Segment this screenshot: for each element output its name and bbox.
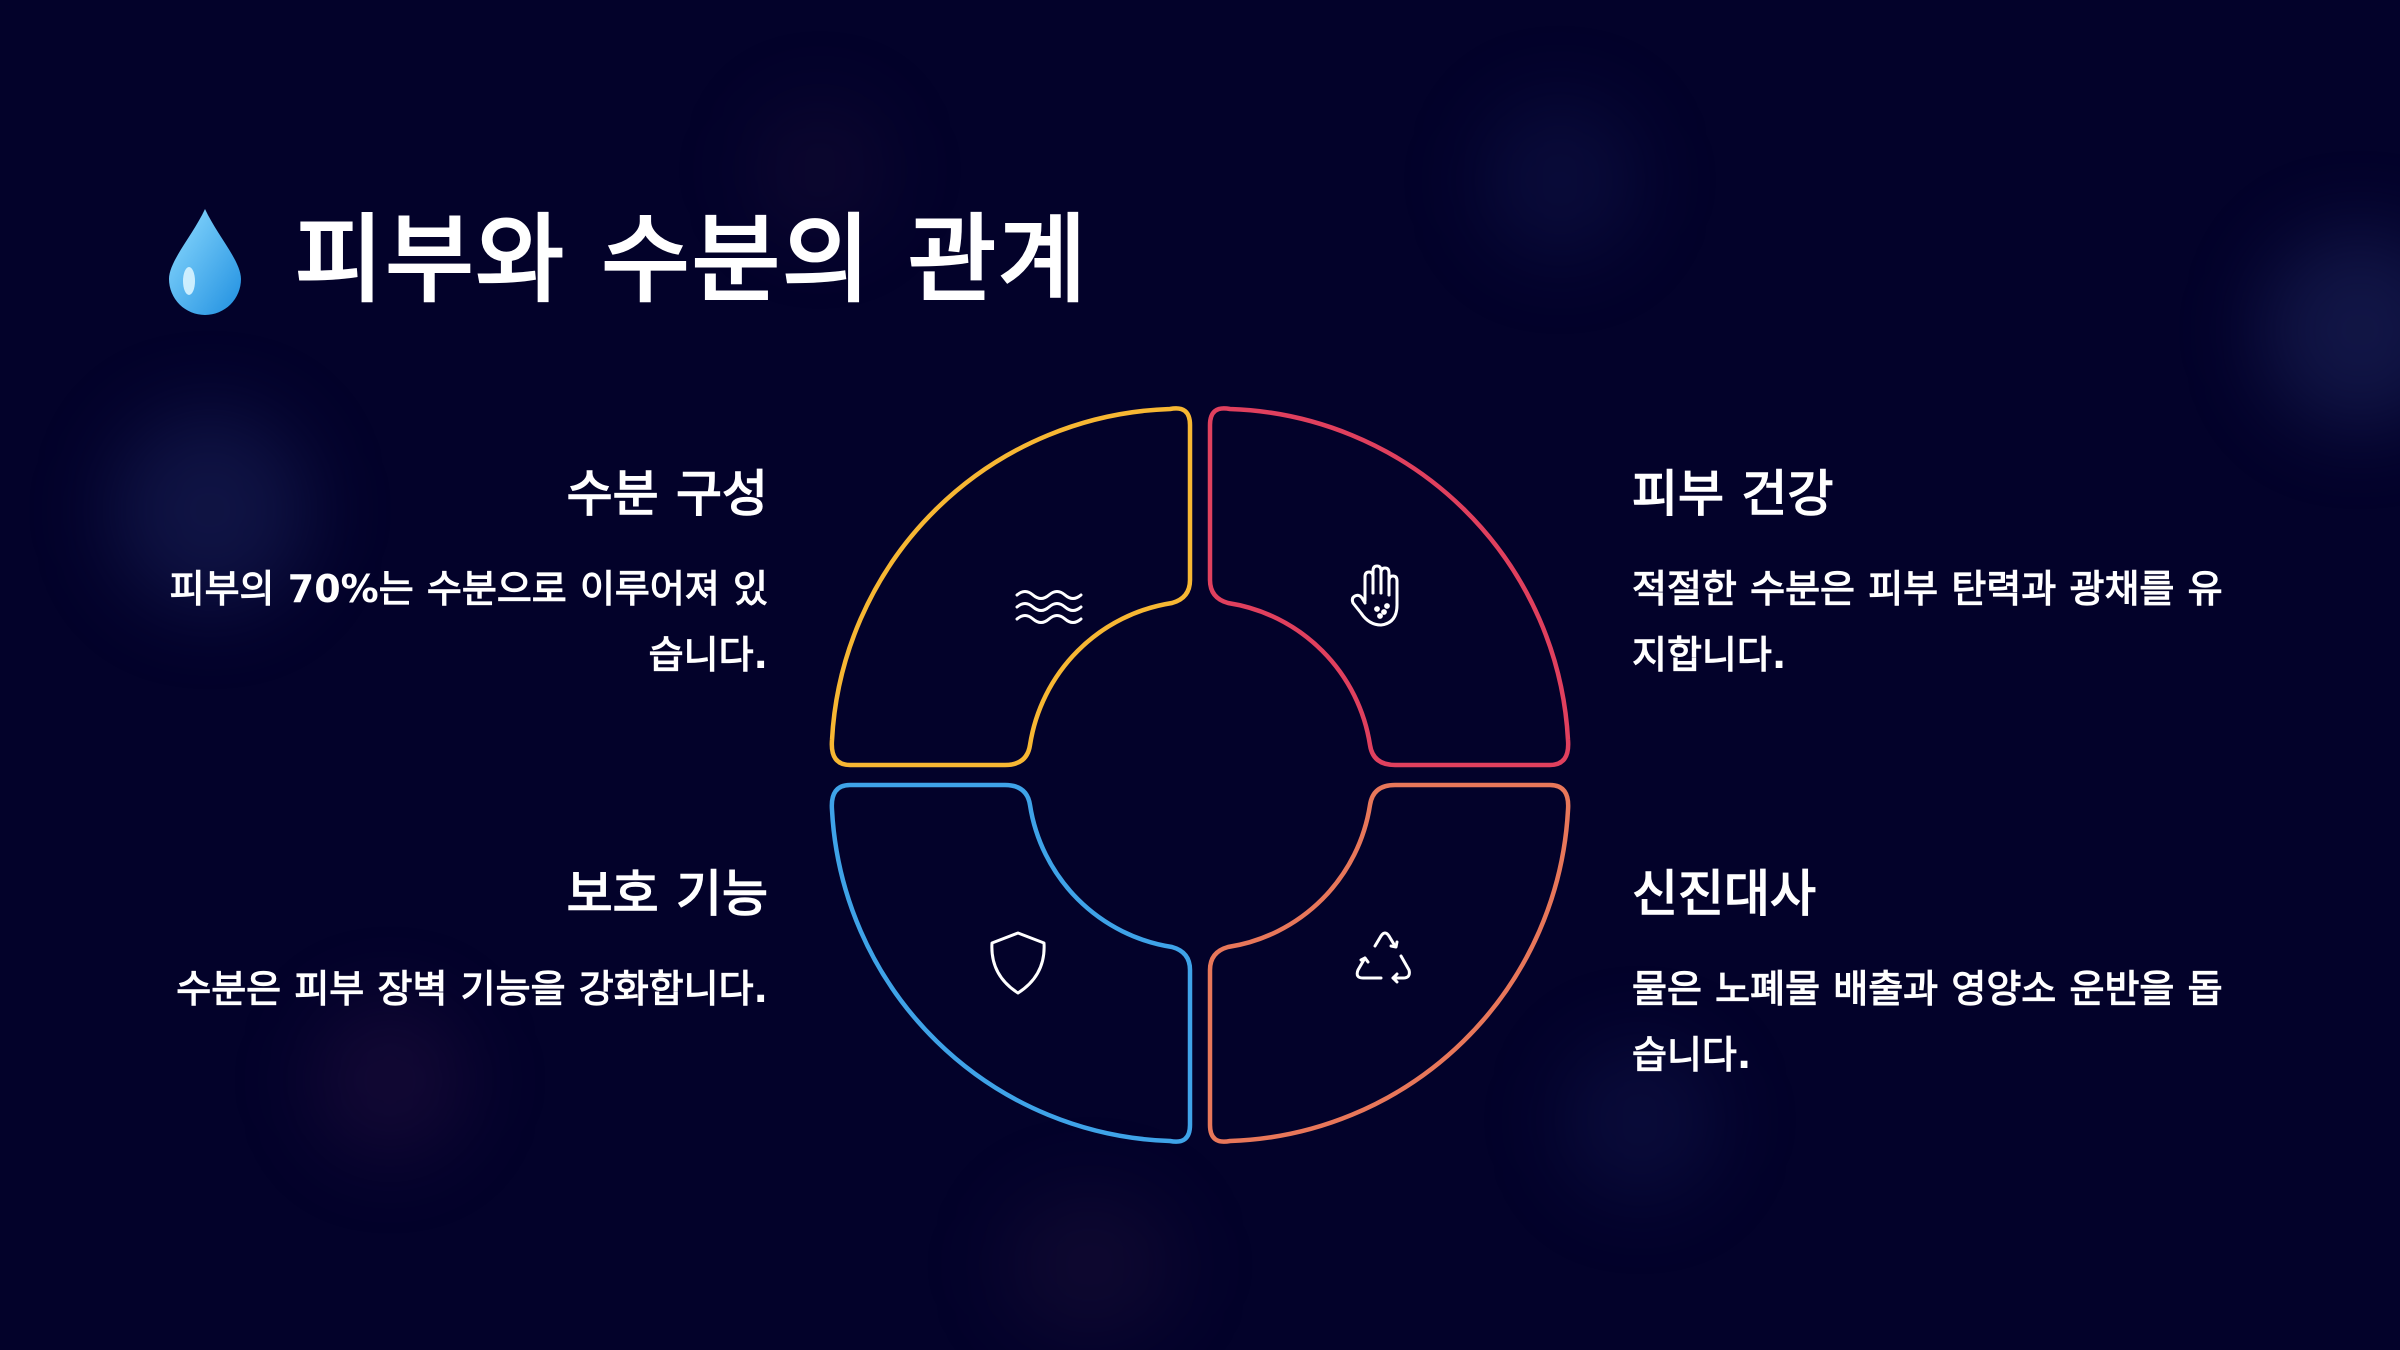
section-protection-text: 수분은 피부 장벽 기능을 강화합니다. xyxy=(176,967,768,1011)
page-title: 피부와 수분의 관계 xyxy=(295,204,1089,316)
section-protection: 보호 기능 수분은 피부 장벽 기능을 강화합니다. xyxy=(168,862,768,1022)
hand-icon xyxy=(1350,564,1399,627)
shield-icon xyxy=(990,931,1046,995)
section-health: 피부 건강 적절한 수분은 피부 탄력과 광채를 유지합니다. xyxy=(1632,462,2232,688)
section-protection-heading: 보호 기능 xyxy=(566,865,768,923)
section-health-text: 적절한 수분은 피부 탄력과 광채를 유지합니다. xyxy=(1632,567,2223,677)
quadrant-protection xyxy=(829,782,1193,1144)
quadrant-composition xyxy=(829,406,1193,768)
section-health-heading: 피부 건강 xyxy=(1632,465,1834,523)
quadrant-diagram xyxy=(829,406,1571,1144)
waves-icon xyxy=(1015,590,1083,624)
section-metabolism-text: 물은 노폐물 배출과 영양소 운반을 돕습니다. xyxy=(1632,967,2223,1077)
quadrant-health xyxy=(1207,406,1571,768)
section-metabolism-heading: 신진대사 xyxy=(1632,865,1816,923)
section-composition: 수분 구성 피부의 70%는 수분으로 이루어져 있습니다. xyxy=(168,462,768,688)
water-drop-icon xyxy=(169,209,241,315)
section-metabolism: 신진대사 물은 노폐물 배출과 영양소 운반을 돕습니다. xyxy=(1632,862,2232,1088)
title-row: 피부와 수분의 관계 xyxy=(165,200,1088,320)
section-composition-heading: 수분 구성 xyxy=(566,465,768,523)
quadrant-metabolism xyxy=(1207,782,1571,1144)
recycle-icon xyxy=(1355,931,1411,984)
section-composition-text: 피부의 70%는 수분으로 이루어져 있습니다. xyxy=(169,567,768,677)
